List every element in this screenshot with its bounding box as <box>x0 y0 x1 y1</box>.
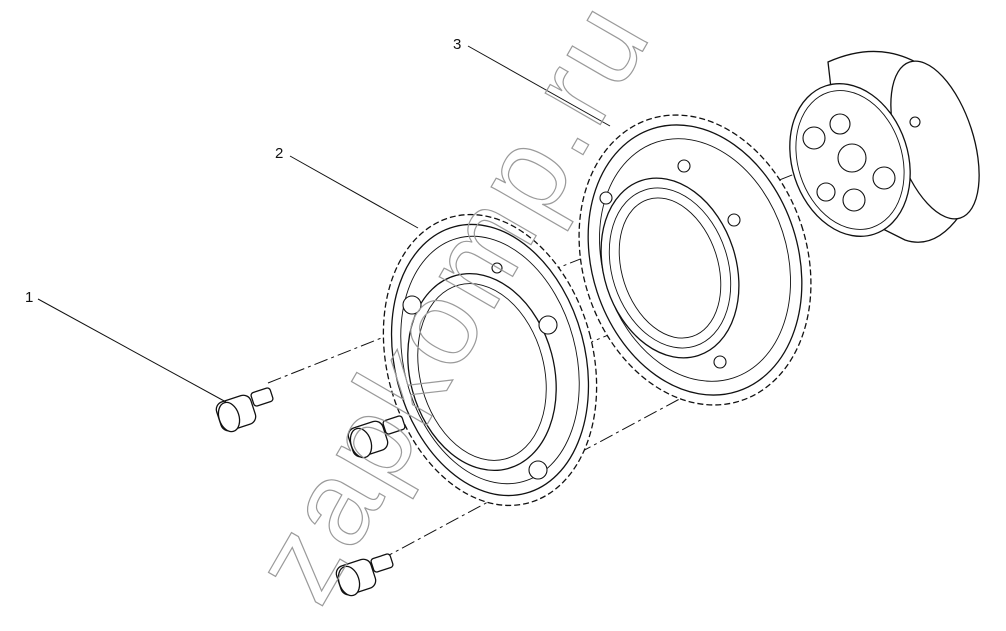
callout-2: 2 <box>275 145 283 162</box>
gear-part-2 <box>382 213 598 507</box>
bolt-1 <box>215 387 274 433</box>
leader-lines <box>37 45 611 403</box>
bolt-2 <box>347 415 406 459</box>
callout-1: 1 <box>25 289 33 306</box>
bolt-3 <box>335 553 394 597</box>
callout-3: 3 <box>453 36 461 53</box>
hub-part <box>789 50 980 243</box>
gear-part-3 <box>578 114 812 406</box>
